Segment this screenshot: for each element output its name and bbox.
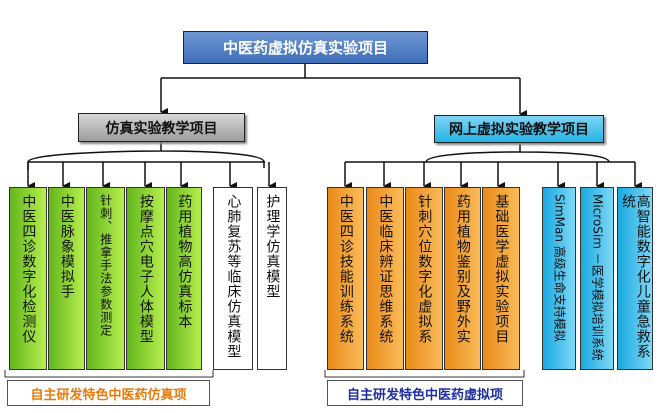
root-node: 中医药虚拟仿真实验项目 [183, 31, 428, 64]
group-bracket-left [4, 370, 214, 378]
leaf-basic-medicine-virtual-experiment: 基础医学虚拟实验项目 [482, 187, 520, 370]
leaf-nursing-model: 护理学仿真模型 [257, 187, 287, 370]
leaf-pulse-simulation-hand: 中医脉象模拟手 [48, 187, 85, 370]
leaf-label: 高智能数字化儿童急救系统 [620, 194, 651, 359]
leaf-label: SimMan 高级生命支持模拟 [552, 194, 567, 342]
caption-self-developed-virtual: 自主研发特色中医药虚拟项 [327, 380, 523, 406]
leaf-microsim-training-system: MicroSim －医学模拟培训系统 [580, 187, 614, 370]
leaf-acupoint-electronic-model: 按摩点穴电子人体模型 [126, 187, 165, 370]
leaf-child-emergency-system: 高智能数字化儿童急救系统 [617, 187, 653, 370]
caption-self-developed-simulation: 自主研发特色中医药仿真项 [7, 380, 210, 406]
leaf-clinical-syndrome-system: 中医临床辨证思维系统 [366, 187, 404, 370]
connector-root [161, 64, 520, 79]
leaf-label: 中医四诊数字化检测仪 [20, 194, 37, 344]
leaf-acupuncture-massage-parameter: 针刺、推拿手法参数测定 [86, 187, 125, 370]
leaf-label: 中医脉象模拟手 [58, 194, 75, 299]
leaf-label: 护理学仿真模型 [264, 194, 281, 299]
root-label: 中医药虚拟仿真实验项目 [222, 39, 388, 57]
group-bracket-right [324, 370, 525, 378]
leaf-label: 中医临床辨证思维系统 [377, 194, 394, 344]
leaf-four-diagnosis-training-system: 中医四诊技能训练系统 [327, 187, 364, 370]
leaf-label: 中医四诊技能训练系统 [337, 194, 354, 344]
leaf-simman-life-support: SimMan 高级生命支持模拟 [542, 187, 576, 370]
leaf-tcm-four-diagnosis-device: 中医四诊数字化检测仪 [9, 187, 47, 370]
leaf-plant-identification-field: 药用植物鉴别及野外实 [444, 187, 481, 370]
leaf-label: 针刺穴位数字化虚拟系 [416, 194, 433, 344]
leaf-label: 按摩点穴电子人体模型 [137, 194, 154, 344]
connector-left-branch [27, 142, 265, 168]
leaf-acupoint-virtual-system: 针刺穴位数字化虚拟系 [405, 187, 443, 370]
leaf-label: MicroSim －医学模拟培训系统 [590, 194, 605, 361]
caption-right-label: 自主研发特色中医药虚拟项 [346, 387, 503, 403]
leaf-label: 药用植物高仿真标本 [176, 194, 193, 329]
leaf-label: 药用植物鉴别及野外实 [454, 194, 471, 344]
leaf-cpr-clinical-model: 心肺复苏等临床仿真模型 [213, 187, 253, 370]
leaf-label: 心肺复苏等临床仿真模型 [225, 194, 242, 359]
connector-right-branch [425, 143, 610, 163]
category-online-virtual-teaching: 网上虚拟实验教学项目 [434, 115, 604, 143]
leaf-label: 针刺、推拿手法参数测定 [98, 194, 113, 337]
caption-left-label: 自主研发特色中医药仿真项 [30, 387, 187, 403]
leaf-medicinal-plant-specimen: 药用植物高仿真标本 [166, 187, 202, 370]
leaf-label: 基础医学虚拟实验项目 [493, 194, 510, 344]
category-simulation-teaching: 仿真实验教学项目 [78, 113, 245, 142]
category-right-label: 网上虚拟实验教学项目 [449, 122, 589, 138]
category-left-label: 仿真实验教学项目 [105, 120, 218, 137]
